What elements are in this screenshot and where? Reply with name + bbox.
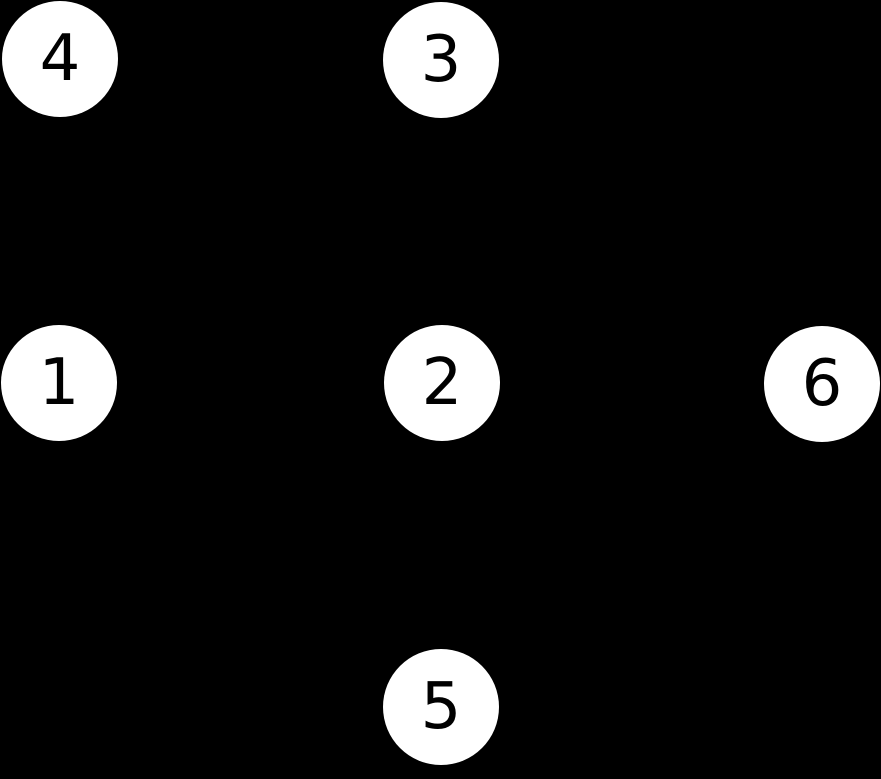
graph-node-2: 2 (384, 325, 500, 441)
node-label: 3 (420, 23, 462, 97)
node-label: 6 (801, 347, 843, 421)
node-label: 4 (39, 22, 81, 96)
graph-node-4: 4 (2, 1, 118, 117)
graph-node-1: 1 (1, 325, 117, 441)
node-label: 5 (420, 670, 462, 744)
graph-node-3: 3 (383, 2, 499, 118)
graph-node-6: 6 (764, 326, 880, 442)
graph-node-5: 5 (383, 649, 499, 765)
node-label: 1 (38, 346, 80, 420)
node-label: 2 (421, 346, 463, 420)
